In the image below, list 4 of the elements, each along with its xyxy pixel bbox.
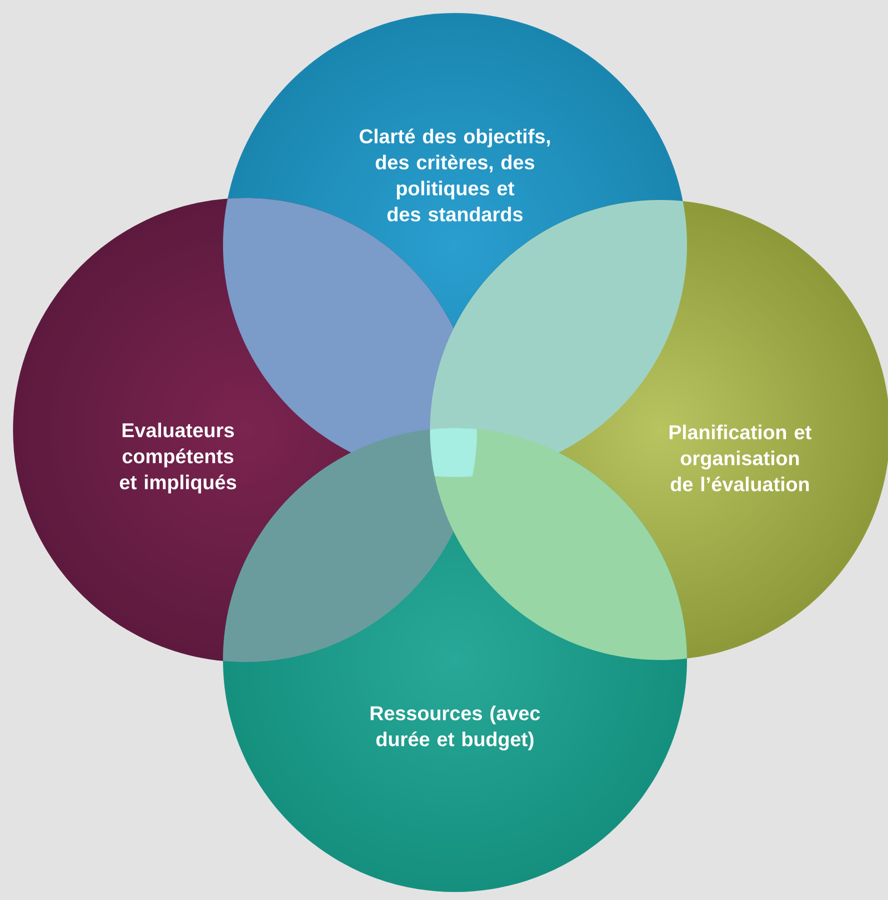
circle-label: Planification et organisation de l’évaluation (670, 424, 812, 492)
circle-label: Evaluateurs compétents et impliqués (120, 422, 236, 494)
circle-label: Clarté des objectifs, des critères, des politiques et des standards (360, 128, 550, 222)
circle-label: Ressources (avec durée et budget) (370, 706, 540, 750)
